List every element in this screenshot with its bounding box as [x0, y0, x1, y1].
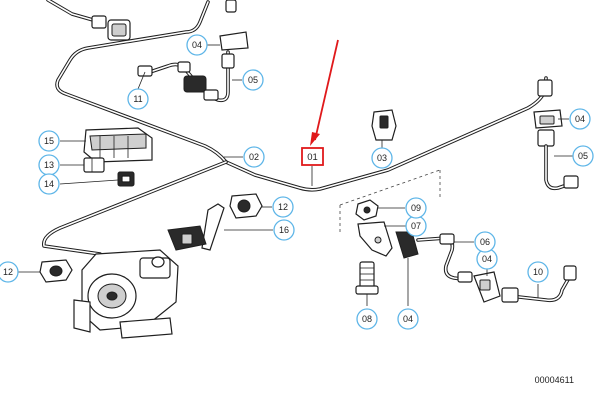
bracket-07: [357, 221, 419, 259]
highlight-arrow: [310, 39, 339, 146]
nut-09: [355, 199, 379, 221]
callout-04-lower-mid[interactable]: 04: [476, 248, 498, 270]
svg-text:12: 12: [3, 267, 13, 277]
bracket-15: [83, 127, 153, 163]
callout-04-bottom[interactable]: 04: [397, 308, 419, 330]
callout-12-upper[interactable]: 12: [272, 196, 294, 218]
svg-text:12: 12: [278, 202, 288, 212]
clip-13: [83, 157, 105, 173]
label-01-text: 01: [307, 152, 318, 163]
callout-09[interactable]: 09: [405, 197, 427, 219]
pipe-stub-top: [225, 0, 237, 13]
svg-text:13: 13: [44, 160, 54, 170]
callout-02[interactable]: 02: [243, 146, 265, 168]
hose-assembly-right: [533, 79, 579, 191]
callout-04-top[interactable]: 04: [186, 34, 208, 56]
clip-14: [117, 171, 135, 187]
callout-11[interactable]: 11: [127, 88, 149, 110]
callout-04-right[interactable]: 04: [569, 108, 591, 130]
callout-05-top[interactable]: 05: [242, 69, 264, 91]
svg-text:02: 02: [249, 152, 259, 162]
callout-12-left[interactable]: 12: [0, 261, 19, 283]
callout-08[interactable]: 08: [356, 308, 378, 330]
svg-text:05: 05: [248, 75, 258, 85]
svg-text:04: 04: [403, 314, 413, 324]
svg-text:10: 10: [533, 267, 543, 277]
hose-assembly-upper: [137, 31, 249, 103]
pipe-06: [416, 233, 473, 283]
callout-03[interactable]: 03: [371, 147, 393, 169]
dashed-group: [339, 169, 441, 232]
svg-text:09: 09: [411, 203, 421, 213]
document-number: 00004611: [534, 375, 574, 385]
svg-text:11: 11: [133, 94, 142, 104]
svg-text:05: 05: [578, 151, 588, 161]
clip-03: [371, 109, 397, 141]
svg-text:03: 03: [377, 153, 387, 163]
callout-14[interactable]: 14: [38, 173, 60, 195]
svg-text:06: 06: [480, 237, 490, 247]
svg-text:08: 08: [362, 314, 372, 324]
svg-text:15: 15: [44, 136, 54, 146]
pipe-clip-top: [91, 15, 131, 41]
svg-text:14: 14: [44, 179, 54, 189]
grommet-12-upper: [229, 193, 263, 219]
main-brake-pipe: [42, 0, 548, 256]
bolt-08: [355, 261, 379, 295]
bracket-16: [167, 203, 225, 251]
hydraulic-unit: [73, 249, 179, 339]
svg-text:04: 04: [482, 254, 492, 264]
grommet-12-left: [39, 259, 73, 283]
svg-text:16: 16: [279, 225, 289, 235]
callout-16[interactable]: 16: [273, 219, 295, 241]
callout-07[interactable]: 07: [405, 215, 427, 237]
callout-13[interactable]: 13: [38, 154, 60, 176]
part-label-01-highlighted[interactable]: 01: [301, 147, 324, 166]
leader-lines: [18, 44, 573, 306]
callout-15[interactable]: 15: [38, 130, 60, 152]
callout-10[interactable]: 10: [527, 261, 549, 283]
callout-05-right[interactable]: 05: [572, 145, 594, 167]
svg-text:07: 07: [411, 221, 421, 231]
clip-04-lower: [473, 271, 501, 303]
callout-06[interactable]: 06: [474, 231, 496, 253]
svg-text:04: 04: [575, 114, 585, 124]
hose-10: [501, 265, 577, 303]
svg-text:04: 04: [192, 40, 202, 50]
